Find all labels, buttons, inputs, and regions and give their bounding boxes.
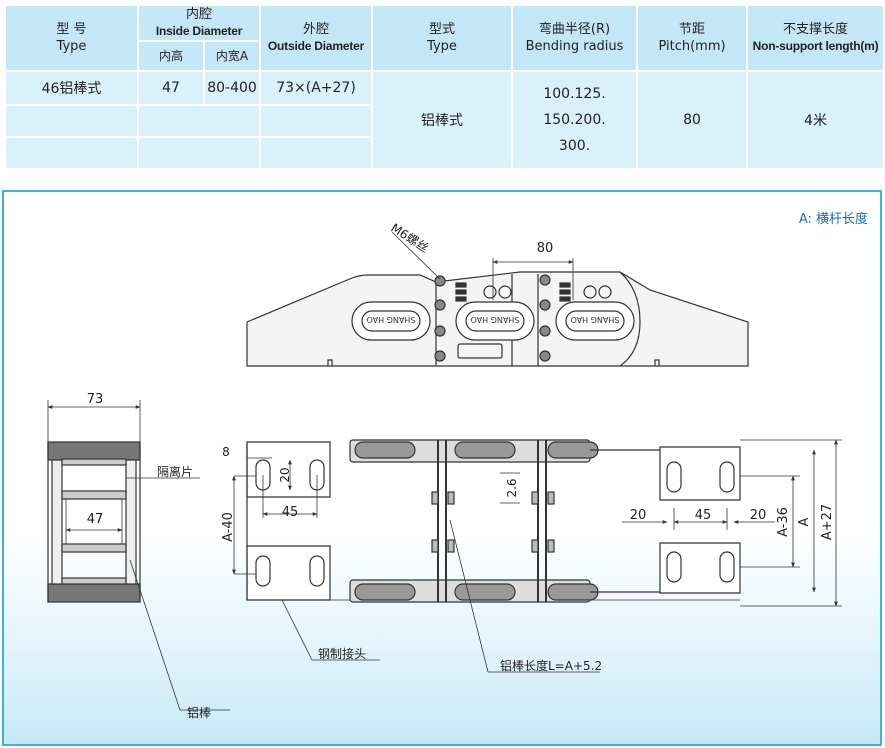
- dim-a36: A-36: [776, 507, 791, 537]
- header-inside-width: 内宽A: [203, 40, 261, 72]
- dim-45-left: 45: [282, 505, 299, 520]
- rod-label: 铝棒: [187, 705, 211, 720]
- empty-cell: [137, 104, 261, 138]
- header-bend: 弯曲半径(R)Bending radius: [511, 4, 638, 72]
- bend-line-1: 100.125.: [543, 86, 606, 102]
- side-view: SHANG HAO SHANG HAO SHANG HAO: [246, 271, 749, 367]
- cell-inner-width: 80-400: [203, 70, 261, 106]
- header-inside-height: 内高: [137, 40, 205, 72]
- dim-a40: A-40: [221, 512, 236, 542]
- end-view: [47, 441, 141, 603]
- screw-icon: [539, 299, 551, 311]
- cell-bend: 100.125. 150.200. 300.: [511, 70, 638, 170]
- dim-20-right-a: 20: [630, 508, 647, 523]
- empty-cell: [137, 136, 261, 170]
- cell-model: 46铝棒式: [4, 70, 139, 106]
- screw-icon: [539, 350, 551, 362]
- screw-label: M6螺丝: [388, 221, 431, 256]
- dim-20-right-b: 20: [750, 508, 767, 523]
- separator-label: 隔离片: [157, 464, 193, 479]
- legend-text: A: 横杆长度: [799, 211, 868, 227]
- screw-icon: [539, 274, 551, 286]
- screw-icon: [434, 350, 446, 362]
- empty-cell: [259, 136, 373, 170]
- dim-45-right: 45: [695, 508, 712, 523]
- screw-icon: [434, 275, 446, 287]
- dim-20-slot: 20: [278, 467, 292, 482]
- empty-cell: [4, 104, 139, 138]
- cell-outer: 73×(A+27): [259, 70, 373, 106]
- svg-text:SHANG HAO: SHANG HAO: [571, 315, 620, 324]
- bend-line-3: 300.: [558, 138, 591, 154]
- dim-26: 2.6: [505, 478, 519, 497]
- screw-icon: [539, 325, 551, 337]
- empty-cell: [4, 136, 139, 170]
- dim-pitch: 80: [537, 241, 554, 256]
- bend-line-2: 150.200.: [543, 112, 606, 128]
- rod-length-label: 铝棒长度L=A+5.2: [500, 658, 602, 673]
- svg-text:SHANG HAO: SHANG HAO: [471, 315, 520, 324]
- steel-joint-label: 钢制接头: [318, 646, 366, 661]
- cell-pitch: 80: [636, 70, 748, 170]
- dim-a27: A+27: [820, 504, 835, 540]
- screw-icon: [434, 325, 446, 337]
- cell-inner-height: 47: [137, 70, 205, 106]
- empty-cell: [259, 104, 373, 138]
- screw-icon: [434, 299, 446, 311]
- dim-a: A: [797, 517, 812, 526]
- dim-8: 8: [222, 445, 230, 459]
- dim-end-width: 73: [87, 392, 104, 407]
- dim-end-inner: 47: [87, 512, 104, 527]
- cell-style: 铝棒式: [371, 70, 513, 170]
- cell-nosupport: 4米: [746, 70, 885, 170]
- svg-text:SHANG HAO: SHANG HAO: [367, 315, 416, 324]
- separator: [61, 490, 127, 500]
- top-view: [246, 439, 741, 603]
- steel-joint: [246, 545, 331, 601]
